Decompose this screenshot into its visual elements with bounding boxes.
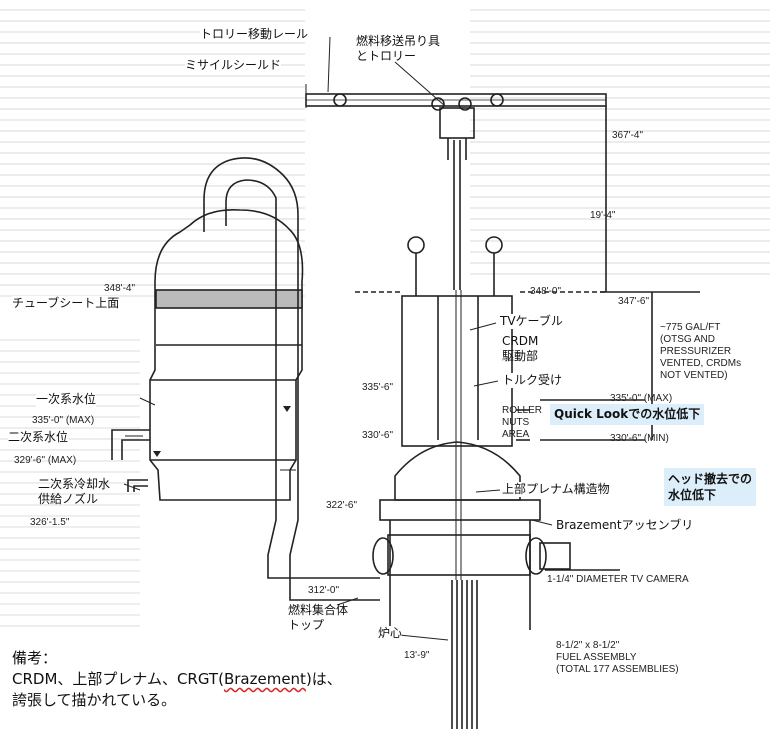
primary-level-label: 一次系水位 <box>36 392 97 407</box>
trolley-rail-label: トロリー移動レール <box>200 27 309 42</box>
fuel-transfer-label: 燃料移送吊り具 とトロリー <box>356 34 440 64</box>
vessel-flange <box>379 499 541 521</box>
head-removal-callout-line2: 水位低下 <box>668 488 717 502</box>
remarks-note: 備考： CRDM、上部プレナム、CRGT(Brazement)は、 誇張して描か… <box>12 648 342 711</box>
tv-camera-annotation: 1-1/4" DIAMETER TV CAMERA <box>547 574 689 585</box>
dim-335-6: 335'-6" <box>362 382 394 393</box>
dim-330-6-min: 330'-6" (MIN) <box>610 433 669 444</box>
dim-312-0: 312'-0" <box>308 585 340 596</box>
crdm-label-line2: 駆動部 <box>502 349 539 363</box>
head-removal-callout-line1: ヘッド撤去での <box>668 472 753 486</box>
background-page-text <box>0 330 140 630</box>
roller-nuts-annotation: ROLLER NUTS AREA <box>502 405 542 441</box>
tv-cable-label: TVケーブル <box>500 314 563 329</box>
crdm-service-structure <box>401 295 513 447</box>
dim-367-4: 367'-4" <box>612 130 644 141</box>
remarks-line3: 誇張して描かれている。 <box>12 691 177 709</box>
dim-348-4: 348'-4" <box>104 283 136 294</box>
trolley-wheel <box>431 97 445 111</box>
feedwater-nozzle <box>111 429 150 460</box>
fuel-assembly-line2: FUEL ASSEMBLY <box>556 652 637 663</box>
background-page-text <box>0 0 305 300</box>
remarks-line2-after: )は、 <box>305 670 342 688</box>
steam-generator <box>149 208 304 501</box>
remarks-line2: CRDM、上部プレナム、CRGT(Brazement)は、 <box>12 669 342 690</box>
dim-335-0-max-right: 335'-0" (MAX) <box>610 393 673 404</box>
upper-plenum-label: 上部プレナム構造物 <box>502 482 610 497</box>
fuel-top-label-line2: トップ <box>288 618 325 632</box>
fuel-top-label: 燃料集合体 トップ <box>288 603 348 633</box>
remarks-line2-before: CRDM、上部プレナム、CRGT( <box>12 670 224 688</box>
roller-nuts-line1: ROLLER <box>502 405 543 416</box>
secondary-level-label: 二次系水位 <box>8 430 69 445</box>
volume-annotation-line5: NOT VENTED) <box>660 370 728 381</box>
roller-nuts-line2: NUTS <box>502 417 530 428</box>
volume-annotation-line3: PRESSURIZER <box>660 346 732 357</box>
core-label: 炉心 <box>378 626 403 641</box>
dim-335-0-max-left: 335'-0" (MAX) <box>32 415 95 426</box>
dim-326-1-5: 326'-1.5" <box>30 517 70 528</box>
dim-348-0: 348'-0" <box>530 286 562 297</box>
feed-nozzle-label-line2: 供給ノズル <box>38 492 99 506</box>
feed-nozzle-label: 二次系冷却水 供給ノズル <box>38 477 110 507</box>
dim-329-6-max: 329'-6" (MAX) <box>14 455 77 466</box>
remarks-heading: 備考： <box>12 649 58 667</box>
volume-annotation-line4: VENTED, CRDMs <box>660 358 742 369</box>
dim-13-9: 13'-9" <box>404 650 430 661</box>
fuel-hoist <box>439 107 475 139</box>
volume-annotation-line2: (OTSG AND <box>660 334 716 345</box>
fuel-top-label-line1: 燃料集合体 <box>288 603 349 617</box>
dim-322-6: 322'-6" <box>326 500 358 511</box>
trolley-wheel <box>333 93 347 107</box>
trolley-wheel <box>458 97 472 111</box>
remarks-brazement-word: Brazement <box>223 670 306 688</box>
crdm-label: CRDM 駆動部 <box>502 334 538 364</box>
fuel-assembly-line1: 8-1/2" x 8-1/2" <box>556 640 620 651</box>
volume-annotation: ~775 GAL/FT (OTSG AND PRESSURIZER VENTED… <box>660 322 741 382</box>
head-removal-callout: ヘッド撤去での 水位低下 <box>664 468 757 506</box>
dim-347-6: 347'-6" <box>618 296 650 307</box>
fuel-transfer-label-line2: とトロリー <box>356 49 417 63</box>
tube-sheet-label: チューブシート上面 <box>12 296 120 311</box>
trolley-wheel <box>490 93 504 107</box>
background-page-text <box>470 0 770 280</box>
dim-19-4: 19'-4" <box>590 210 616 221</box>
brazement-label: Brazementアッセンブリ <box>556 518 694 533</box>
quick-look-callout: Quick Lookでの水位低下 <box>550 404 705 425</box>
fuel-assembly-annotation: 8-1/2" x 8-1/2" FUEL ASSEMBLY (TOTAL 177… <box>556 640 679 676</box>
missile-shield-label: ミサイルシールド <box>185 58 282 73</box>
fuel-assembly-line3: (TOTAL 177 ASSEMBLIES) <box>556 664 679 675</box>
crdm-label-line1: CRDM <box>502 334 539 348</box>
feed-nozzle-label-line1: 二次系冷却水 <box>38 477 111 491</box>
volume-annotation-line1: ~775 GAL/FT <box>660 322 721 333</box>
torque-receiver-label: トルク受け <box>502 373 563 388</box>
dim-330-6: 330'-6" <box>362 430 394 441</box>
fuel-transfer-label-line1: 燃料移送吊り具 <box>356 34 441 48</box>
roller-nuts-line3: AREA <box>502 429 530 440</box>
hot-leg-pipe <box>203 157 380 601</box>
